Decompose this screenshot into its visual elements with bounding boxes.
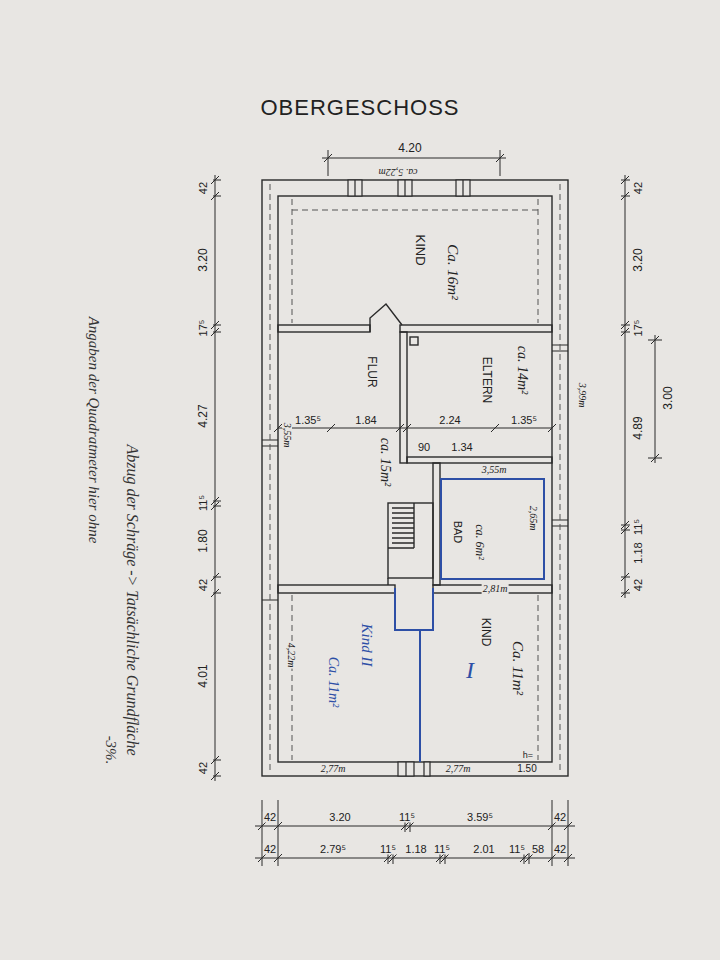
dimension-label: 11⁵ (198, 494, 209, 512)
room-kind-ii: Kind II Ca. 11m² (280, 595, 418, 760)
room-eltern: ELTERN ca. 14m² (409, 334, 550, 455)
dimension-label: 4.01 (197, 663, 209, 688)
handwritten-note: -3%. (103, 735, 118, 766)
dimension-label: 4.27 (197, 403, 209, 428)
dimension-label: 2.79⁵ (319, 844, 347, 855)
dimension-label: 11⁵ (398, 812, 416, 823)
dimension-label: 3,55m (282, 422, 292, 449)
room-name: Kind II (359, 623, 374, 668)
dimension-label: 1.50 (516, 764, 537, 774)
dimension-label: 2,77m (320, 764, 347, 774)
dimension-label: 1.84 (354, 415, 377, 426)
room-area: Ca. 11m² (510, 640, 525, 696)
dimension-label: 2,65m (528, 505, 538, 532)
dimension-label: 1.18 (633, 541, 644, 564)
room-area: Ca. 11m² (326, 656, 340, 709)
dimension-label: 2,77m (445, 764, 472, 774)
dimension-label: h= (522, 751, 534, 760)
room-area: ca. 6m² (474, 523, 486, 561)
dimension-label: 42 (198, 578, 209, 592)
handwritten-note: Abzug der Schräge -> Tatsächliche Grundf… (124, 443, 140, 756)
room-area: ca. 15m² (378, 437, 392, 488)
dimension-label: 3.20 (328, 812, 351, 823)
dimension-label: 3.20 (632, 247, 644, 272)
dimension-label: 11⁵ (379, 844, 397, 855)
handwritten-note: Angaben der Quadratmeter hier ohne (86, 316, 101, 545)
dimension-label: 1.35⁵ (294, 415, 322, 426)
dimension-label: 2,81m (482, 584, 509, 594)
room-name: ELTERN (481, 356, 493, 404)
dimension-label: 3.20 (197, 247, 209, 272)
dimension-label: 4.89 (632, 415, 644, 440)
room-kind-i: KIND I Ca. 11m² (422, 595, 550, 760)
dimension-label: ca. 5,22m (377, 167, 418, 177)
room-area: ca. 14m² (515, 345, 529, 396)
dimension-label: 3,99m (577, 382, 587, 409)
dimension-label: 4,22m (286, 642, 296, 669)
dimension-label: 58 (531, 844, 545, 855)
dimension-label: 3.00 (662, 385, 674, 410)
dimension-label: 2.24 (438, 415, 461, 426)
dimension-label: 11⁵ (508, 844, 526, 855)
dimension-label: 42 (263, 812, 277, 823)
room-name: BAD (452, 520, 463, 545)
dimension-label: 1.18 (404, 844, 427, 855)
room-kind: KIND Ca. 16m² (292, 199, 538, 323)
dimension-label: 42 (263, 844, 277, 855)
dimension-label: 1.34 (450, 442, 473, 453)
room-area: Ca. 16m² (445, 243, 460, 300)
dimension-label: 42 (553, 812, 567, 823)
dimension-label: 42 (553, 844, 567, 855)
dimension-label: 3.59⁵ (466, 812, 494, 823)
dimension-label: 90 (417, 442, 431, 453)
room-name: KIND (480, 617, 492, 648)
dimension-label: 11⁵ (433, 844, 451, 855)
plan-title: OBERGESCHOSS (259, 97, 460, 119)
dimension-label: 17⁵ (633, 319, 644, 338)
dimension-label: 4.20 (397, 142, 422, 154)
dimension-label: 3,55m (481, 465, 508, 475)
dimension-label: 1.80 (197, 528, 209, 553)
dimension-label: 42 (633, 578, 644, 592)
dimension-label: 42 (633, 181, 644, 195)
room-name: KIND (414, 233, 427, 266)
dimension-label: 42 (198, 181, 209, 195)
room-name: FLUR (366, 355, 378, 388)
dimension-label: 1.35⁵ (510, 415, 538, 426)
room-area: I (465, 658, 475, 682)
dimension-label: 11⁵ (633, 518, 644, 536)
dimension-label: 42 (198, 761, 209, 775)
dimension-label: 2.01 (472, 844, 495, 855)
dimension-label: 17⁵ (198, 319, 209, 338)
